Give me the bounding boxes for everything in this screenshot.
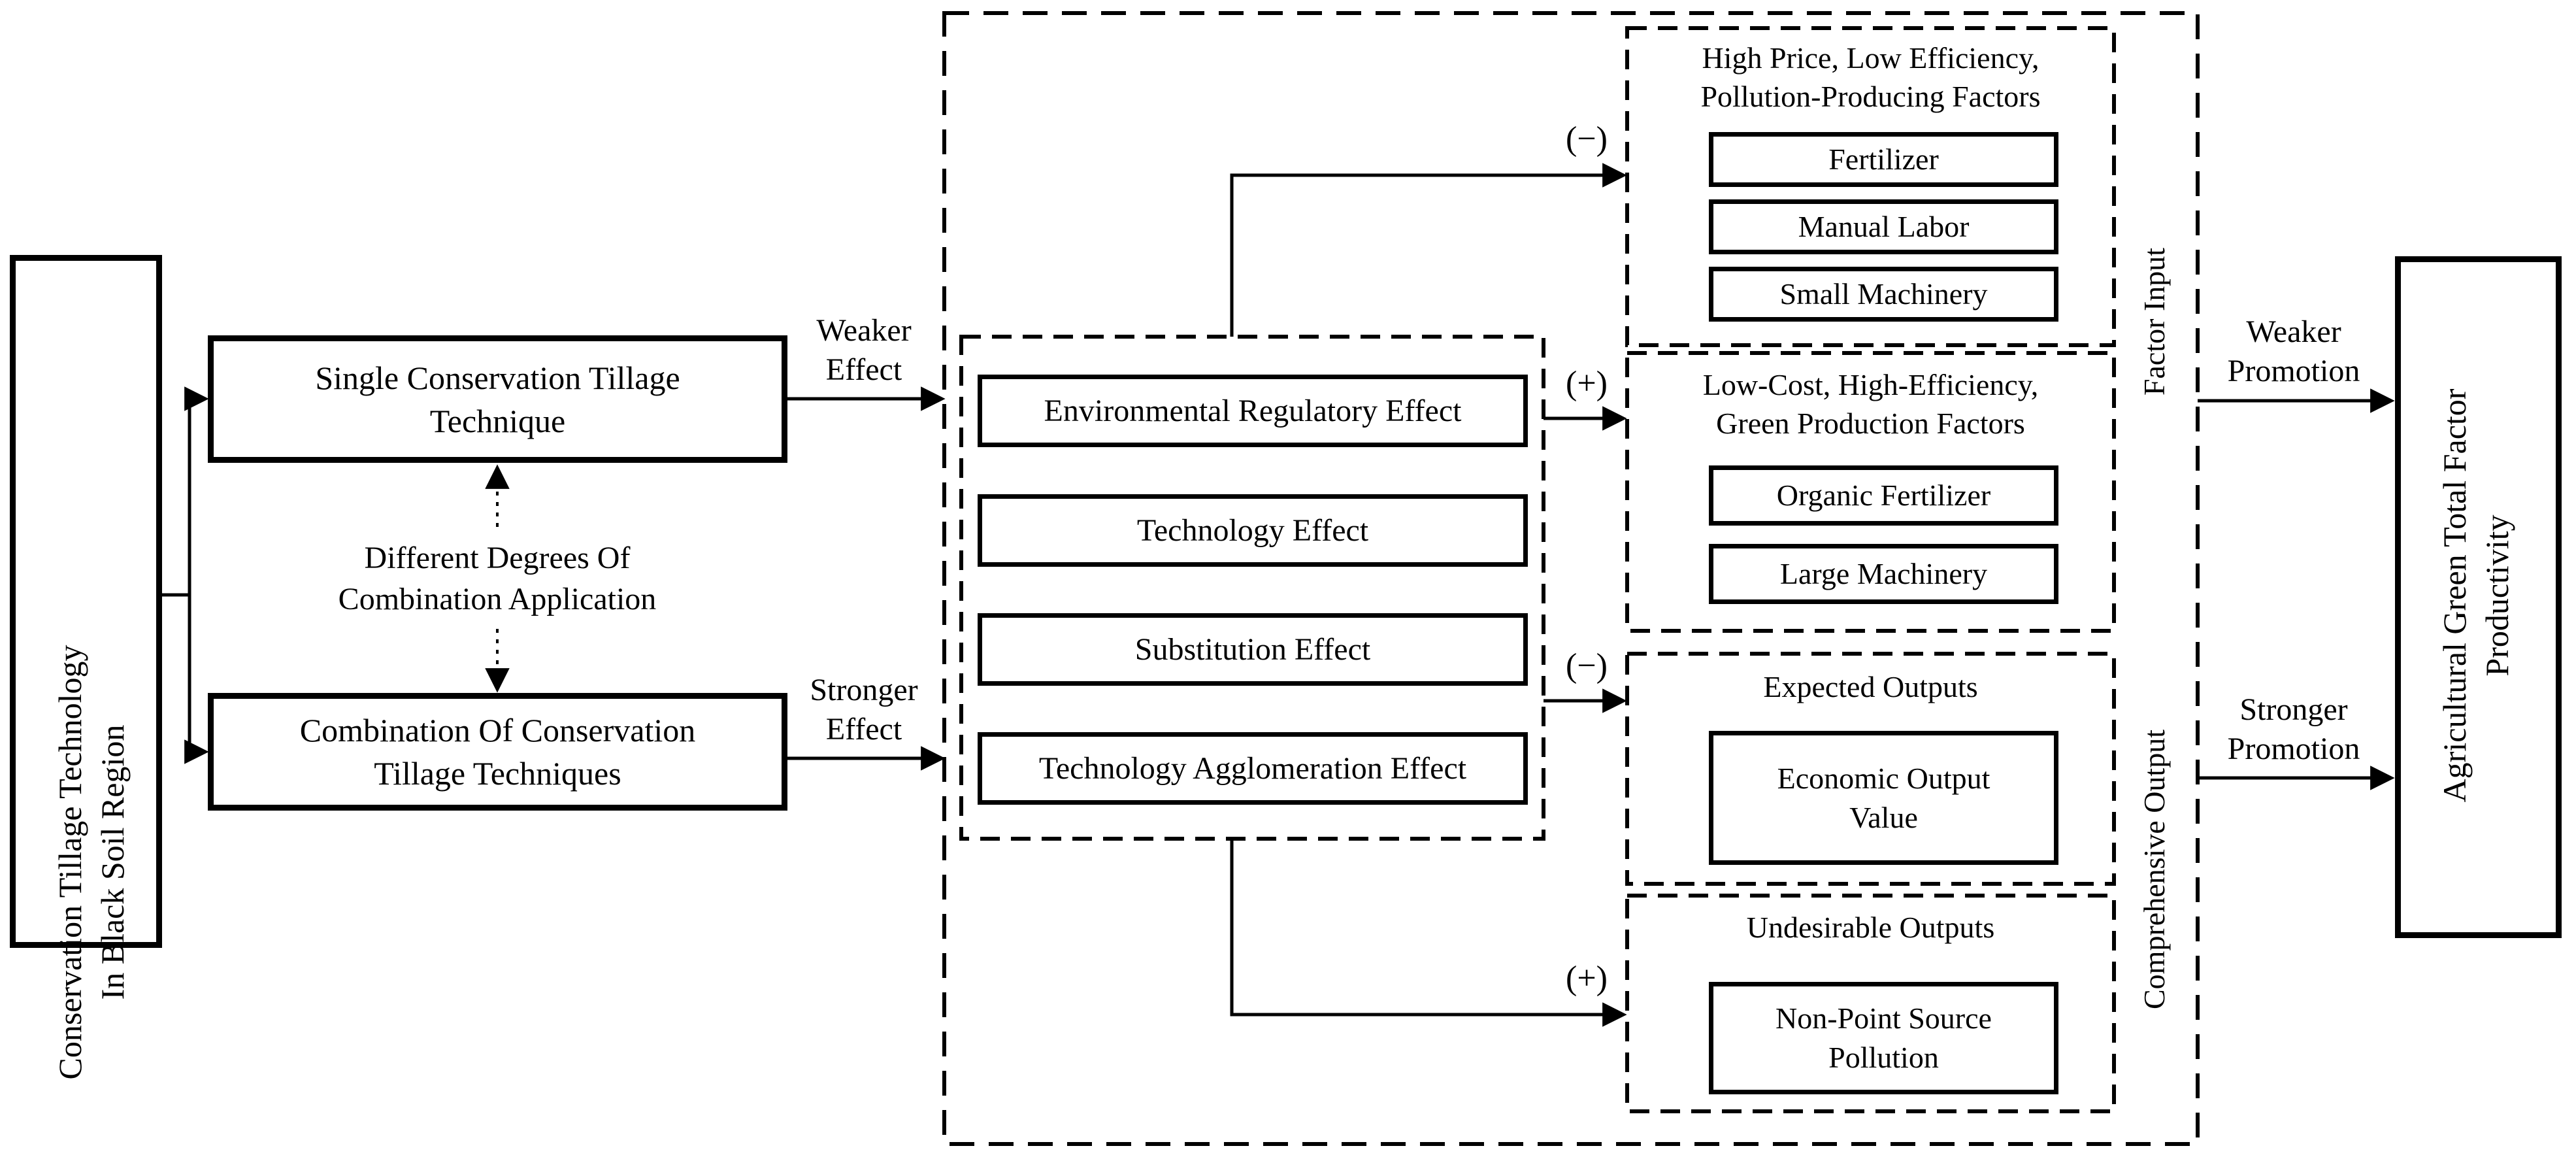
comprehensive-output-label: Comprehensive Output — [2138, 730, 2171, 1009]
sign-plus-undesirable-outputs: (+) — [1566, 960, 1608, 997]
item-non-point-source-pollution: Non-Point Source Pollution — [1709, 982, 2058, 1094]
green-factors-title: Low-Cost, High-Efficiency, Green Product… — [1702, 368, 2039, 440]
node-combination-techniques: Combination Of Conservation Tillage Tech… — [208, 693, 787, 811]
degrees-of-combination-note: Different Degrees Of Combination Applica… — [338, 540, 657, 616]
arrow-to-pollution-factors — [1230, 163, 1627, 337]
sign-plus-green-factors: (+) — [1566, 365, 1608, 402]
expected-outputs-title: Expected Outputs — [1763, 670, 1978, 703]
node-source-box: Conservation Tillage Technology In Black… — [10, 255, 162, 1080]
stronger-effect-label: Stronger Effect — [810, 672, 918, 747]
undesirable-outputs-title: Undesirable Outputs — [1746, 911, 1995, 944]
pollution-factors-title: High Price, Low Efficiency, Pollution-Pr… — [1700, 41, 2041, 113]
node-target-label: Agricultural Green Total Factor Producti… — [2436, 388, 2515, 803]
effect-substitution: Substitution Effect — [978, 613, 1528, 686]
node-target-box: Agricultural Green Total Factor Producti… — [2395, 256, 2562, 938]
sign-minus-expected-outputs: (−) — [1566, 647, 1608, 684]
mechanism-outer-dashed-box — [942, 11, 2200, 1146]
item-organic-fertilizer: Organic Fertilizer — [1709, 465, 2058, 526]
arrow-to-undesirable-outputs — [1230, 839, 1627, 1027]
effects-dashed-box — [959, 335, 1545, 841]
sign-minus-pollution-factors: (−) — [1566, 120, 1608, 158]
node-source-label: Conservation Tillage Technology In Black… — [52, 645, 131, 1080]
weaker-effect-label: Weaker Effect — [816, 312, 912, 387]
effect-technology-agglomeration: Technology Agglomeration Effect — [978, 732, 1528, 805]
factor-input-label: Factor Input — [2138, 247, 2171, 396]
undesirable-outputs-dashed-box — [1625, 894, 2116, 1113]
node-single-technique: Single Conservation Tillage Technique — [208, 335, 787, 463]
item-fertilizer: Fertilizer — [1709, 132, 2058, 187]
weaker-promotion-label: Weaker Promotion — [2227, 314, 2360, 388]
effect-environmental-regulatory: Environmental Regulatory Effect — [978, 375, 1528, 447]
pollution-factors-dashed-box — [1625, 26, 2116, 347]
stronger-promotion-label: Stronger Promotion — [2227, 692, 2360, 766]
expected-outputs-dashed-box — [1625, 652, 2116, 886]
effect-technology: Technology Effect — [978, 494, 1528, 567]
source-split-line — [162, 399, 191, 752]
item-manual-labor: Manual Labor — [1709, 199, 2058, 254]
green-factors-dashed-box — [1625, 351, 2116, 633]
item-large-machinery: Large Machinery — [1709, 544, 2058, 604]
item-small-machinery: Small Machinery — [1709, 267, 2058, 322]
item-economic-output-value: Economic Output Value — [1709, 731, 2058, 865]
